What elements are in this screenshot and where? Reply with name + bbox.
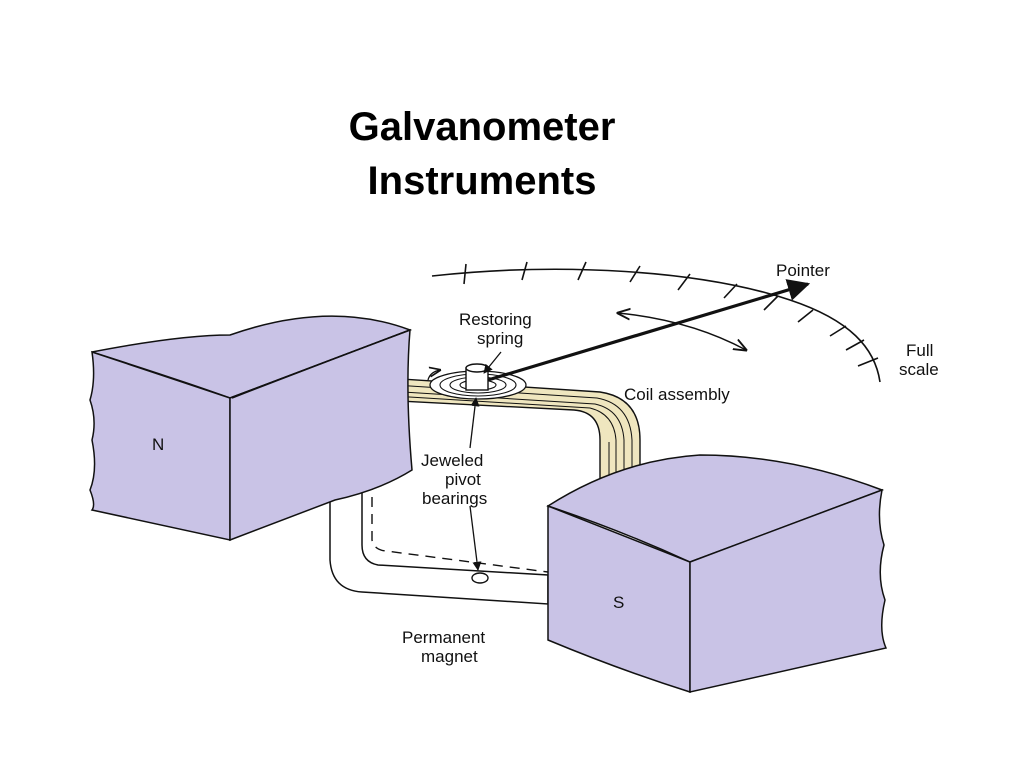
leader-jeweled-bottom xyxy=(469,505,482,571)
label-jeweled-3: bearings xyxy=(422,489,487,508)
dashed-hidden-edges xyxy=(371,395,549,573)
label-restoring-spring-1: Restoring xyxy=(459,310,532,329)
label-jeweled-1: Jeweled xyxy=(421,451,483,470)
scale-arc xyxy=(431,261,881,383)
label-permanent-2: magnet xyxy=(421,647,478,666)
label-coil-assembly: Coil assembly xyxy=(624,385,730,404)
label-south-pole: S xyxy=(613,593,624,612)
label-jeweled-2: pivot xyxy=(445,470,481,489)
label-full-scale-1: Full xyxy=(906,341,933,360)
slide-title: Galvanometer Instruments xyxy=(0,100,964,208)
label-full-scale-2: scale xyxy=(899,360,939,379)
label-restoring-spring-2: spring xyxy=(477,329,523,348)
south-magnet xyxy=(546,454,888,694)
title-line-2: Instruments xyxy=(367,159,597,203)
rotation-arrow xyxy=(618,313,746,350)
label-pointer: Pointer xyxy=(776,261,830,280)
label-north-pole: N xyxy=(152,435,164,454)
leader-restoring-spring xyxy=(483,351,502,374)
pointer-needle xyxy=(487,279,811,382)
lower-pivot-bearing xyxy=(471,572,489,584)
scale-ticks xyxy=(463,261,879,367)
leader-jeweled-top xyxy=(469,397,480,449)
label-permanent-1: Permanent xyxy=(402,628,485,647)
pivot-shaft xyxy=(465,363,489,391)
title-line-1: Galvanometer xyxy=(348,105,616,149)
north-magnet xyxy=(89,315,413,542)
